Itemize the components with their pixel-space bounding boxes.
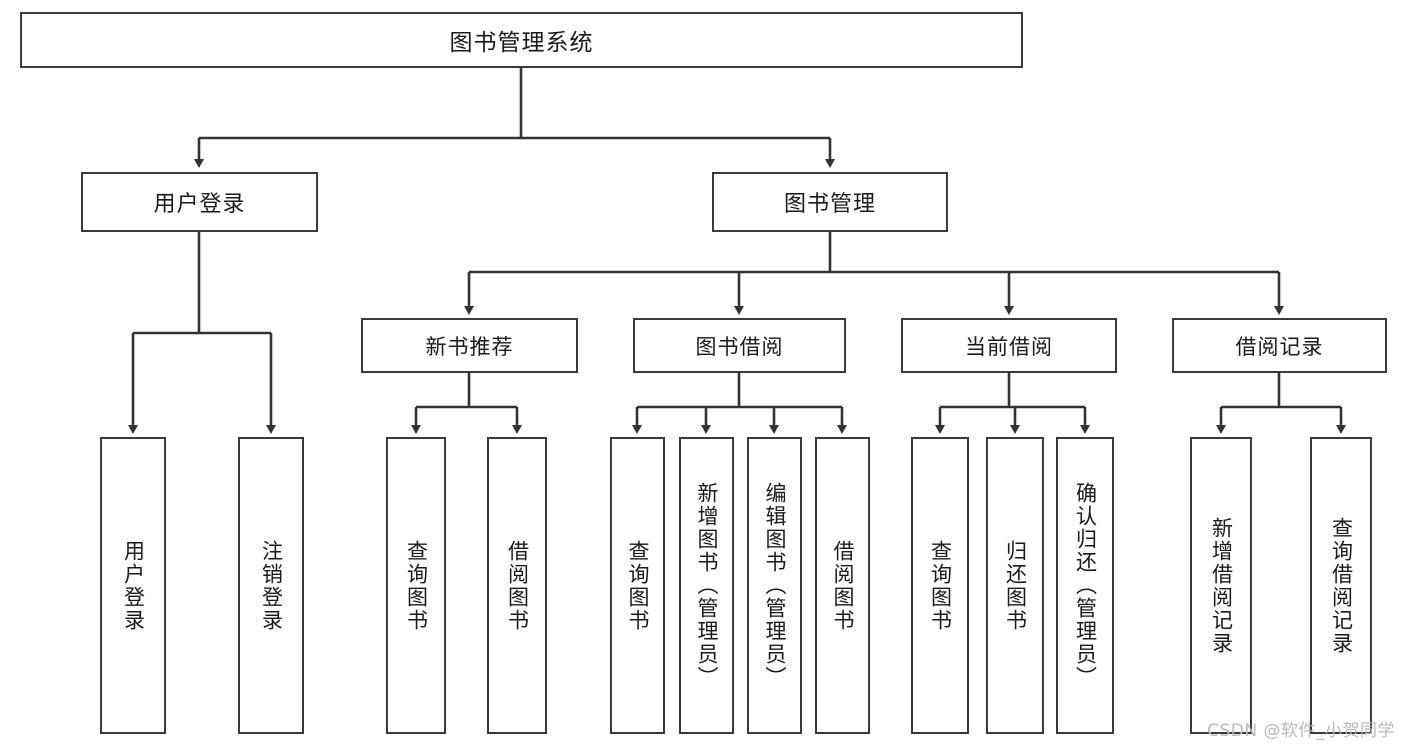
node-leaf-add-record[interactable]: 新增借阅记录: [1190, 437, 1252, 734]
node-book-manage[interactable]: 图书管理: [712, 172, 948, 232]
node-user-login[interactable]: 用户登录: [81, 172, 318, 232]
node-root[interactable]: 图书管理系统: [20, 12, 1023, 68]
node-leaf-return-book[interactable]: 归还图书: [986, 437, 1044, 734]
node-leaf-query-book-2[interactable]: 查询图书: [610, 437, 665, 734]
node-new-book-rec[interactable]: 新书推荐: [361, 318, 578, 373]
node-borrow-record-label: 借阅记录: [1235, 334, 1324, 359]
node-current-borrow[interactable]: 当前借阅: [901, 318, 1117, 373]
node-leaf-borrow-book-1[interactable]: 借阅图书: [487, 437, 547, 734]
node-new-book-rec-label: 新书推荐: [425, 334, 514, 359]
watermark: CSDN @软件_小贺同学: [1207, 721, 1395, 741]
node-leaf-borrow-book-2-label: 借阅图书: [831, 539, 855, 632]
node-leaf-query-book-3[interactable]: 查询图书: [911, 437, 969, 734]
node-leaf-add-book-label: 新增图书（管理员）: [695, 482, 719, 689]
node-leaf-query-book-2-label: 查询图书: [626, 539, 650, 632]
node-book-borrow-label: 图书借阅: [695, 334, 784, 359]
node-root-label: 图书管理系统: [449, 30, 594, 56]
node-leaf-borrow-book-2[interactable]: 借阅图书: [815, 437, 870, 734]
node-leaf-edit-book-label: 编辑图书（管理员）: [763, 482, 787, 689]
node-leaf-confirm-return-label: 确认归还（管理员）: [1073, 482, 1098, 689]
node-book-borrow[interactable]: 图书借阅: [633, 318, 846, 373]
node-leaf-query-record-label: 查询借阅记录: [1329, 516, 1354, 655]
node-leaf-logout-label: 注销登录: [259, 539, 284, 632]
node-user-login-label: 用户登录: [153, 192, 246, 217]
node-leaf-return-book-label: 归还图书: [1003, 539, 1028, 632]
node-current-borrow-label: 当前借阅: [965, 334, 1053, 359]
node-leaf-user-login-label: 用户登录: [121, 539, 146, 632]
node-leaf-query-book-1[interactable]: 查询图书: [386, 437, 446, 734]
node-leaf-confirm-return[interactable]: 确认归还（管理员）: [1056, 437, 1114, 734]
node-leaf-add-book[interactable]: 新增图书（管理员）: [679, 437, 734, 734]
node-leaf-query-book-1-label: 查询图书: [404, 539, 429, 632]
node-leaf-user-login[interactable]: 用户登录: [100, 437, 166, 734]
node-leaf-query-book-3-label: 查询图书: [928, 539, 953, 632]
node-leaf-logout[interactable]: 注销登录: [238, 437, 304, 734]
node-leaf-borrow-book-1-label: 借阅图书: [505, 539, 530, 632]
node-leaf-query-record[interactable]: 查询借阅记录: [1310, 437, 1372, 734]
node-leaf-edit-book[interactable]: 编辑图书（管理员）: [747, 437, 802, 734]
node-leaf-add-record-label: 新增借阅记录: [1209, 516, 1234, 655]
node-book-manage-label: 图书管理: [783, 192, 876, 217]
node-borrow-record[interactable]: 借阅记录: [1172, 318, 1387, 373]
